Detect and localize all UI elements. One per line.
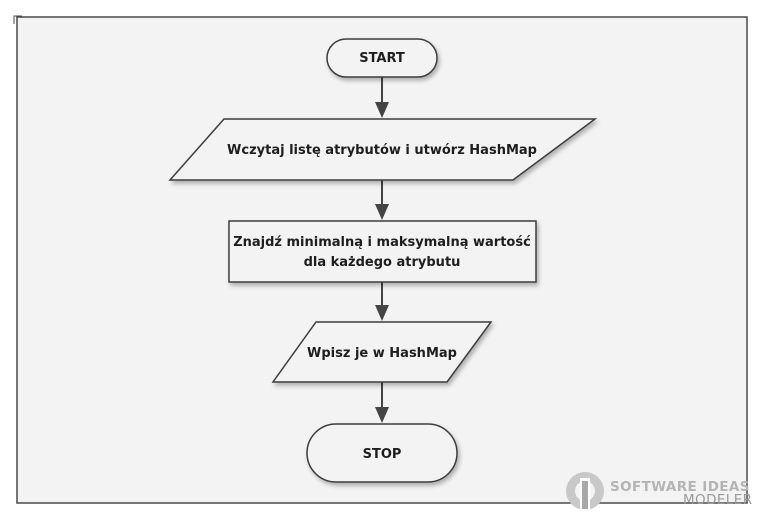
connector-input-to-process <box>375 180 389 220</box>
connector-output-to-stop <box>375 382 389 423</box>
process-node[interactable]: Znajdź minimalną i maksymalną wartość dl… <box>228 220 537 283</box>
connector-start-to-input <box>375 77 389 118</box>
process-label-line2: dla każdego atrybutu <box>304 255 461 270</box>
process-label-line1: Znajdź minimalną i maksymalną wartość <box>233 235 531 250</box>
connector-process-to-output <box>375 282 389 321</box>
read-input-node[interactable]: Wczytaj listę atrybutów i utwórz HashMap <box>168 118 598 181</box>
watermark-line2: MODELER <box>683 492 752 508</box>
read-input-label: Wczytaj listę atrybutów i utwórz HashMap <box>227 143 537 158</box>
canvas-corner-mark <box>13 15 22 24</box>
start-node[interactable]: START <box>326 38 438 78</box>
stop-label: STOP <box>363 447 402 462</box>
watermark-line1: SOFTWARE IDEAS <box>610 479 750 495</box>
watermark: SOFTWARE IDEAS MODELER <box>566 472 752 510</box>
output-label: Wpisz je w HashMap <box>307 346 457 361</box>
start-label: START <box>359 51 405 66</box>
output-node[interactable]: Wpisz je w HashMap <box>271 321 493 383</box>
watermark-logo-icon <box>566 472 604 510</box>
stop-node[interactable]: STOP <box>306 423 458 483</box>
